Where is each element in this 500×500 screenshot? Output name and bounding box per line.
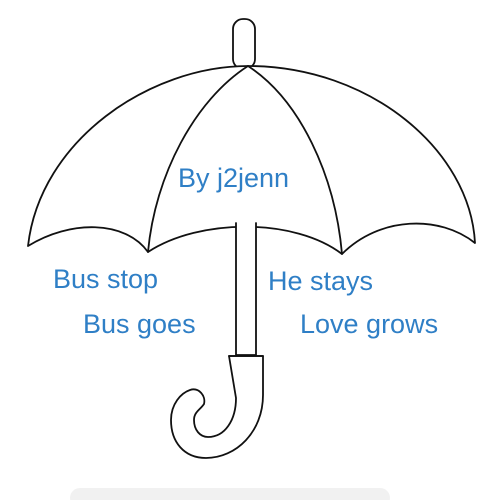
poem-line-bus-stop: Bus stop	[53, 264, 159, 294]
umbrella-rib-right	[247, 65, 343, 255]
umbrella-handle	[170, 355, 264, 459]
poem-line-love-grows: Love grows	[300, 309, 439, 339]
umbrella-rib-left	[147, 65, 249, 253]
umbrella-shaft	[235, 222, 257, 356]
poem-line-he-stays: He stays	[268, 266, 374, 296]
bottom-shadow	[70, 488, 390, 500]
poem-line-bus-goes: Bus goes	[83, 309, 196, 339]
author-credit: By j2jenn	[178, 163, 290, 193]
umbrella-top-knob	[232, 18, 256, 70]
